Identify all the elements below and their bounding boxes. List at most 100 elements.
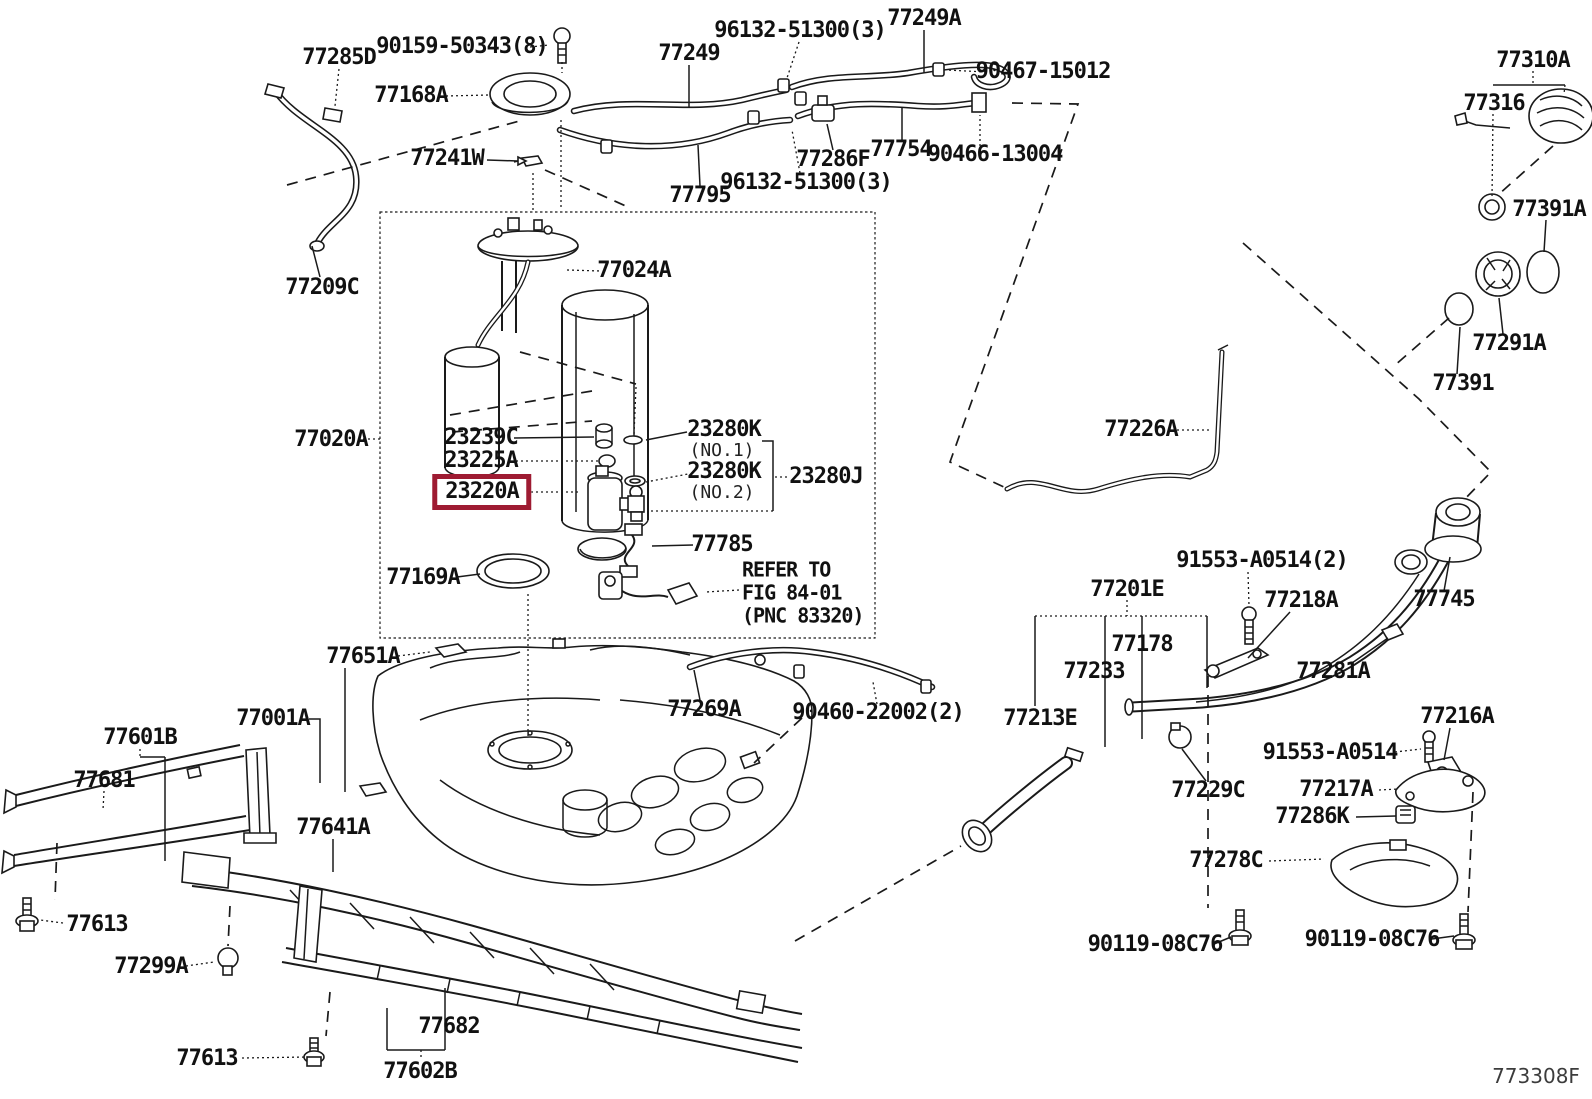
part-label-77613-1[interactable]: 77613: [66, 912, 128, 937]
part-label-77286f[interactable]: 77286F: [796, 147, 870, 172]
part-label-77249a[interactable]: 77249A: [887, 6, 961, 31]
clip-77281a-drawing: [1380, 623, 1405, 641]
hose-77209c-drawing: [263, 83, 360, 252]
part-label-77024a[interactable]: 77024A: [597, 258, 671, 283]
part-label-23280k-2[interactable]: 23280K: [687, 459, 761, 484]
dotted-leaders: [39, 41, 1566, 1060]
part-label-90119-08c76-1[interactable]: 90119-08C76: [1087, 932, 1224, 957]
protector-77651a-left-drawing: [358, 782, 388, 797]
part-label-77217a[interactable]: 77217A: [1299, 777, 1373, 802]
filler-pipe-77745-drawing: [1124, 497, 1482, 716]
part-label-77291a[interactable]: 77291A: [1472, 331, 1546, 356]
part-label-77249[interactable]: 77249: [658, 41, 720, 66]
part-label-77602b[interactable]: 77602B: [383, 1059, 457, 1084]
part-label-77168a[interactable]: 77168A: [374, 83, 448, 108]
connector-90466-drawing: [971, 92, 987, 113]
valve-77286f-drawing: [811, 95, 835, 122]
part-label-91553-a0514-2[interactable]: 91553-A0514(2): [1176, 548, 1348, 573]
part-label-23220a[interactable]: 23220A: [432, 474, 532, 510]
protector-77651a-drawing: [434, 643, 468, 658]
bolt-90119-2-drawing: [1452, 913, 1476, 950]
part-label-77216a[interactable]: 77216A: [1420, 704, 1494, 729]
part-label-77286k[interactable]: 77286K: [1275, 804, 1349, 829]
clip-77299a-drawing: [217, 947, 239, 976]
part-label-77233[interactable]: 77233: [1063, 659, 1125, 684]
part-label-77316[interactable]: 77316: [1463, 91, 1525, 116]
bracket-77218a-drawing: [1203, 647, 1270, 679]
part-label-77391[interactable]: 77391: [1432, 371, 1494, 396]
part-label-77641a[interactable]: 77641A: [296, 815, 370, 840]
part-label-77299a[interactable]: 77299A: [114, 954, 188, 979]
part-label-77020a[interactable]: 77020A: [294, 427, 368, 452]
part-label-91553-a0514[interactable]: 91553-A0514: [1262, 740, 1399, 765]
part-label-77285d[interactable]: 77285D: [302, 45, 376, 70]
part-label-77785[interactable]: 77785: [691, 532, 753, 557]
part-label-23280k-1-no[interactable]: (NO.1): [689, 440, 755, 461]
tube-clamp-icons: [600, 62, 945, 154]
part-label-77229c[interactable]: 77229C: [1171, 778, 1245, 803]
fuel-pump-23220a-drawing: [577, 465, 631, 561]
part-label-77795[interactable]: 77795: [669, 183, 731, 208]
part-label-23280k-1[interactable]: 23280K: [687, 417, 761, 442]
part-label-96132-51300-2[interactable]: 96132-51300(3): [720, 170, 892, 195]
fuel-cap-77310a-drawing: [1444, 88, 1592, 326]
part-label-23280j[interactable]: 23280J: [789, 464, 863, 489]
fuel-tank-77001a-drawing: [358, 638, 813, 886]
refer-note: REFER TO FIG 84-01 (PNC 83320): [742, 557, 864, 628]
part-label-77218a[interactable]: 77218A: [1264, 588, 1338, 613]
part-label-77613-2[interactable]: 77613: [176, 1046, 238, 1071]
dashed-assembly-lines: [54, 102, 1554, 1037]
bolt-77613-2-drawing: [303, 1037, 325, 1067]
regulator-23280j-drawing: [627, 485, 645, 522]
ring-77391-drawing: [1444, 292, 1474, 326]
part-label-77178[interactable]: 77178: [1111, 632, 1173, 657]
part-label-77601b[interactable]: 77601B: [103, 725, 177, 750]
part-label-77169a[interactable]: 77169A: [386, 565, 460, 590]
tank-band-77602b-drawing: [281, 885, 803, 1063]
ring-77291a-drawing: [1475, 251, 1521, 297]
part-label-23280k-2-no[interactable]: (NO.2): [689, 482, 755, 503]
oring-23280k-1-drawing: [623, 435, 643, 445]
part-label-77201e[interactable]: 77201E: [1090, 577, 1164, 602]
part-label-90119-08c76-2[interactable]: 90119-08C76: [1304, 927, 1441, 952]
part-label-90460-22002[interactable]: 90460-22002(2): [792, 700, 964, 725]
bolt-90159-drawing: [553, 27, 571, 64]
part-label-77281a[interactable]: 77281A: [1296, 659, 1370, 684]
part-label-77682[interactable]: 77682: [418, 1014, 480, 1039]
filter-23239c-drawing: [595, 423, 613, 449]
leader-arrow-77241w: [517, 155, 528, 167]
part-label-90467-15012[interactable]: 90467-15012: [975, 59, 1112, 84]
bolt-91553-2-drawing: [1241, 606, 1257, 645]
part-label-23239c[interactable]: 23239C: [444, 425, 518, 450]
part-label-77269a[interactable]: 77269A: [667, 697, 741, 722]
part-label-90159-50343[interactable]: 90159-50343(8): [376, 34, 548, 59]
part-label-77001a[interactable]: 77001A: [236, 706, 310, 731]
part-label-77310a[interactable]: 77310A: [1496, 48, 1570, 73]
bracket-77217a-drawing: [1394, 768, 1486, 813]
part-label-77226a[interactable]: 77226A: [1104, 417, 1178, 442]
harness-77785-drawing: [619, 523, 643, 578]
part-label-96132-51300-1[interactable]: 96132-51300(3): [714, 18, 886, 43]
oring-77391a-drawing: [1526, 250, 1560, 294]
part-label-77651a[interactable]: 77651A: [326, 644, 400, 669]
part-label-77681[interactable]: 77681: [73, 768, 135, 793]
part-label-23225a[interactable]: 23225A: [444, 448, 518, 473]
pump-module-box: [379, 211, 876, 639]
part-label-77241w[interactable]: 77241W: [410, 146, 484, 171]
part-label-77209c[interactable]: 77209C: [285, 275, 359, 300]
sender-gauge-drawing: [598, 571, 699, 605]
bolt-77613-1-drawing: [15, 897, 39, 932]
fuel-tubes-drawing: [556, 61, 1011, 154]
part-label-77745[interactable]: 77745: [1413, 587, 1475, 612]
part-label-77213e[interactable]: 77213E: [1003, 706, 1077, 731]
part-label-77278c[interactable]: 77278C: [1189, 848, 1263, 873]
breather-pipe-77226a-drawing: [1004, 344, 1229, 494]
part-label-77391a[interactable]: 77391A: [1512, 197, 1586, 222]
part-label-77754[interactable]: 77754: [870, 137, 932, 162]
figure-code: 773308F: [1492, 1064, 1580, 1088]
part-label-90466-13004[interactable]: 90466-13004: [927, 142, 1064, 167]
pump-small-parts-drawing: [476, 423, 699, 605]
shield-77278c-drawing: [1330, 839, 1459, 908]
